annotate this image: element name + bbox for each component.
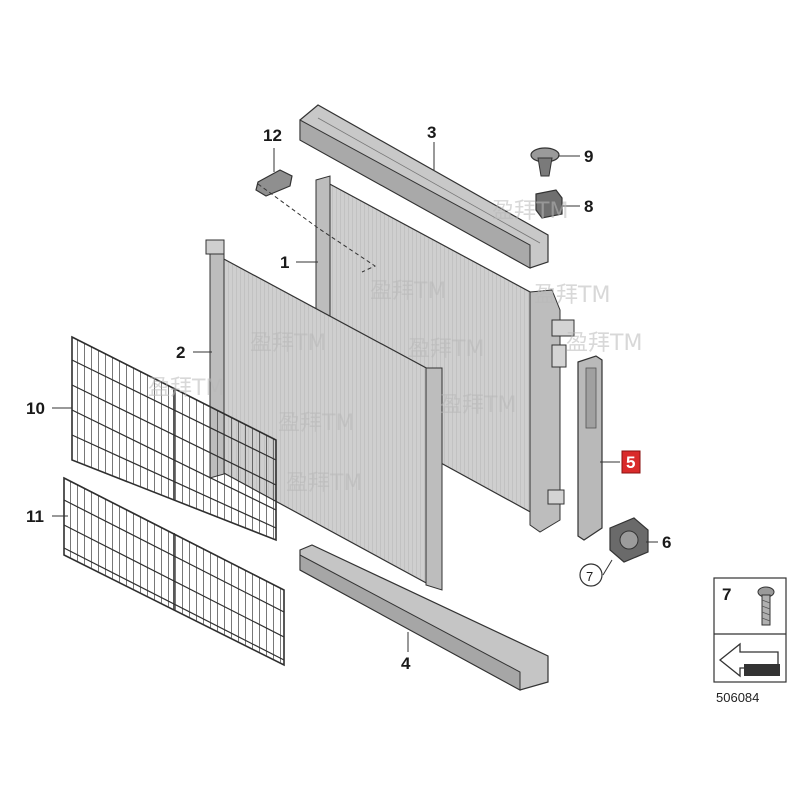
watermarks: 盈拜TM 盈拜TM 盈拜TM 盈拜TM 盈拜TM 盈拜TM 盈拜TM 盈拜TM … bbox=[148, 199, 642, 496]
arrow-mark-icon bbox=[718, 642, 780, 678]
highlight-box bbox=[621, 450, 641, 474]
bracket-part[interactable] bbox=[535, 189, 563, 219]
watermark-text: 盈拜TM bbox=[566, 331, 642, 356]
mount-part[interactable] bbox=[609, 517, 649, 563]
callout-7-circle bbox=[579, 563, 603, 587]
clip-part[interactable] bbox=[530, 147, 560, 177]
lower-grille-part[interactable] bbox=[63, 476, 285, 667]
legend-part-number: 7 bbox=[722, 585, 731, 604]
callout-10: 10 bbox=[26, 399, 45, 418]
watermark-text: 盈拜TM bbox=[408, 337, 484, 362]
leader-lines bbox=[52, 142, 658, 652]
callout-7: 7 bbox=[586, 569, 593, 584]
watermark-text: 盈拜TM bbox=[278, 411, 354, 436]
screw-icon bbox=[757, 586, 775, 626]
callout-4: 4 bbox=[401, 654, 411, 673]
legend-box: 7 bbox=[713, 577, 787, 683]
upper-cover-part[interactable] bbox=[299, 104, 549, 269]
side-seal-part[interactable] bbox=[577, 355, 603, 541]
watermark-text: 盈拜TM bbox=[148, 376, 224, 401]
sensor-part[interactable] bbox=[255, 169, 377, 273]
callout-11: 11 bbox=[26, 507, 44, 526]
upper-grille-part[interactable] bbox=[71, 335, 277, 542]
callout-12: 12 bbox=[263, 126, 282, 145]
callout-9: 9 bbox=[584, 147, 593, 166]
callout-2: 2 bbox=[176, 343, 185, 362]
watermark-text: 盈拜TM bbox=[492, 199, 568, 224]
watermark-text: 盈拜TM bbox=[440, 393, 516, 418]
watermark-text: 盈拜TM bbox=[250, 331, 326, 356]
watermark-text: 盈拜TM bbox=[286, 471, 362, 496]
callout-5[interactable]: 5 bbox=[626, 453, 635, 472]
callout-3: 3 bbox=[427, 123, 436, 142]
callout-8: 8 bbox=[584, 197, 593, 216]
watermark-text: 盈拜TM bbox=[370, 279, 446, 304]
reference-code: 506084 bbox=[716, 690, 759, 705]
callout-6: 6 bbox=[662, 533, 671, 552]
watermark-text: 盈拜TM bbox=[534, 283, 610, 308]
callout-1: 1 bbox=[280, 253, 289, 272]
lower-air-guide-part[interactable] bbox=[299, 544, 549, 691]
